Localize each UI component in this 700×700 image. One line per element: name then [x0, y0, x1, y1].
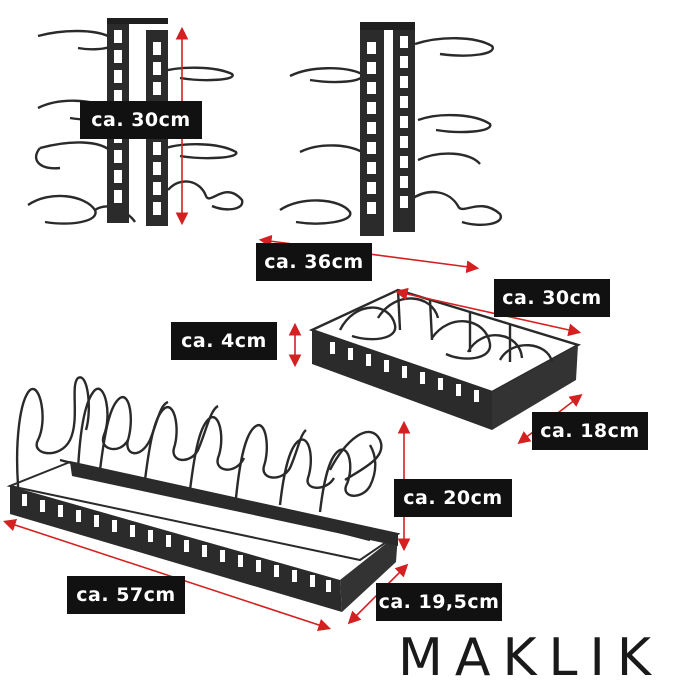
label-height-small-rack: ca. 4cm: [171, 322, 277, 360]
arrow-length-long-rack: [2, 518, 332, 632]
label-depth-small-rack: ca. 18cm: [532, 412, 648, 450]
label-depth-long-rack: ca. 19,5cm: [376, 583, 502, 621]
label-height-long-rack: ca. 20cm: [394, 479, 512, 517]
vertical-rack-frame-2: [360, 22, 415, 236]
label-length-small-rack: ca. 30cm: [494, 279, 610, 317]
vertical-rack-angled-view: [279, 37, 503, 226]
arrow-length-small-rack: [394, 287, 582, 337]
brand-logo: MAKLIK: [398, 628, 663, 688]
label-width-vertical-rack: ca. 36cm: [256, 243, 372, 281]
vertical-rack-frame: [107, 18, 168, 226]
label-length-long-rack: ca. 57cm: [67, 576, 185, 614]
label-height-vertical-rack: ca. 30cm: [80, 101, 202, 139]
